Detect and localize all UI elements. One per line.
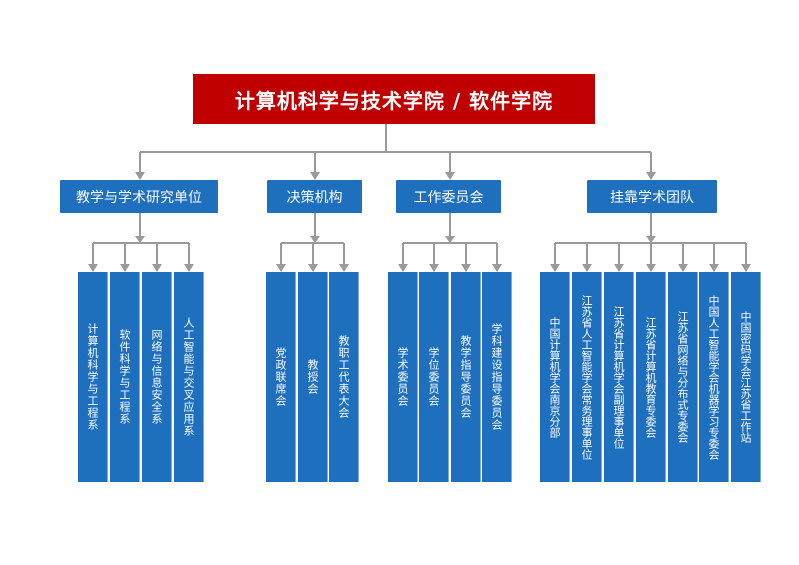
leaf-label: 教学指导委员会	[459, 335, 472, 419]
leaf-label: 软件科学与工程系	[118, 329, 131, 425]
leaf-label: 江苏省网络与分布式专委会	[676, 311, 689, 443]
leaf-label: 中国人工智能学会机器学习专委会	[707, 294, 720, 460]
leaf-dept-software: 软件科学与工程系	[110, 272, 140, 482]
leaf-label: 教职工代表大会	[337, 335, 350, 419]
leaf-label: 江苏省计算机学会副理事单位	[612, 305, 625, 449]
leaf-label: 学科建设指导委员会	[490, 323, 503, 431]
leaf-label: 江苏省人工智能学会常务理事单位	[580, 294, 593, 460]
leaf-js-ai-society: 江苏省人工智能学会常务理事单位	[572, 272, 602, 482]
category-work-committees: 工作委员会	[396, 180, 501, 213]
leaf-dept-cs: 计算机科学与工程系	[78, 272, 108, 482]
leaf-js-cs-education: 江苏省计算机教育专委会	[636, 272, 666, 482]
leaf-discipline-committee: 学科建设指导委员会	[482, 272, 512, 482]
leaf-js-network-distributed: 江苏省网络与分布式专委会	[668, 272, 698, 482]
leaf-degree-committee: 学位委员会	[419, 272, 449, 482]
leaf-staff-congress: 教职工代表大会	[329, 272, 359, 482]
leaf-label: 网络与信息安全系	[150, 329, 163, 425]
leaf-label: 学位委员会	[427, 347, 440, 407]
leaf-label: 中国计算机学会南京分部	[548, 316, 561, 438]
leaf-ccf-nanjing: 中国计算机学会南京分部	[540, 272, 570, 482]
leaf-js-computer-society: 江苏省计算机学会副理事单位	[604, 272, 634, 482]
leaf-academic-committee: 学术委员会	[388, 272, 418, 482]
leaf-label: 中国密码学会江苏省工作站	[739, 311, 752, 443]
category-decision-bodies: 决策机构	[267, 180, 362, 213]
category-affiliated-teams: 挂靠学术团队	[587, 180, 717, 213]
leaf-dept-security: 网络与信息安全系	[142, 272, 172, 482]
leaf-label: 人工智能与交叉应用系	[182, 317, 195, 437]
leaf-professors-meeting: 教授会	[298, 272, 328, 482]
leaf-label: 党政联席会	[274, 347, 287, 407]
leaf-cacr-jiangsu: 中国密码学会江苏省工作站	[731, 272, 761, 482]
leaf-dept-ai: 人工智能与交叉应用系	[174, 272, 204, 482]
leaf-caai-ml: 中国人工智能学会机器学习专委会	[699, 272, 729, 482]
leaf-label: 学术委员会	[396, 347, 409, 407]
org-title: 计算机科学与技术学院 / 软件学院	[193, 74, 595, 124]
category-teaching-research: 教学与学术研究单位	[60, 180, 218, 213]
leaf-label: 教授会	[306, 359, 319, 395]
leaf-teaching-committee: 教学指导委员会	[451, 272, 481, 482]
leaf-label: 江苏省计算机教育专委会	[644, 316, 657, 438]
leaf-joint-meeting: 党政联席会	[266, 272, 296, 482]
leaf-label: 计算机科学与工程系	[86, 323, 99, 431]
